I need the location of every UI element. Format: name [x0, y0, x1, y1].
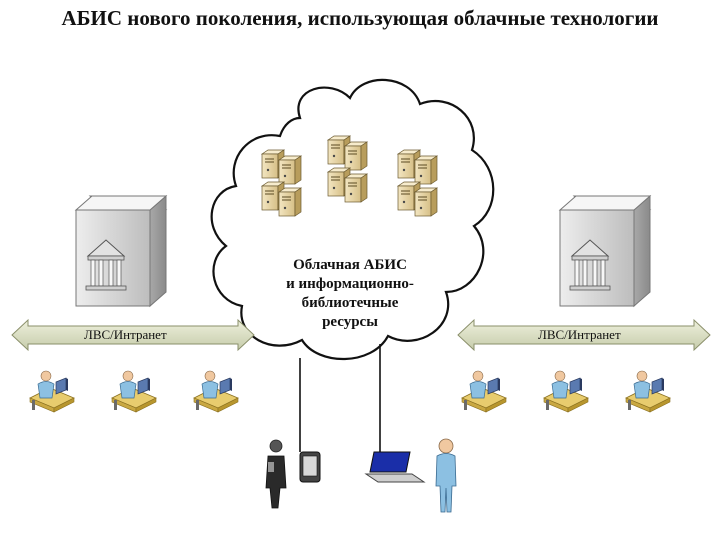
cloud-icon — [210, 78, 495, 361]
server-cluster-left — [262, 150, 301, 216]
lan-label-left: ЛВС/Интранет — [84, 327, 167, 342]
user-workstation-icon — [111, 370, 157, 413]
user-workstation-icon — [625, 370, 671, 413]
user-workstation-icon — [543, 370, 589, 413]
lan-arrow-left — [11, 318, 255, 352]
mobile-user-icon — [265, 439, 287, 509]
page-title: АБИС нового поколения, использующая обла… — [61, 6, 659, 30]
lan-arrow-right — [457, 318, 711, 352]
server-icon — [398, 150, 437, 216]
server-cluster-center — [328, 136, 367, 202]
server-icon — [328, 136, 367, 202]
phone-icon — [299, 451, 321, 483]
user-workstation-icon — [461, 370, 507, 413]
cloud-label: Облачная АБИС и информационно- библиотеч… — [286, 257, 414, 330]
laptop-icon — [364, 451, 426, 483]
user-workstation-icon — [29, 370, 75, 413]
standing-user-icon — [435, 438, 457, 513]
server-icon — [262, 150, 301, 216]
lan-label-right: ЛВС/Интранет — [538, 327, 621, 342]
server-cluster-right — [398, 150, 437, 216]
user-workstation-icon — [193, 370, 239, 413]
building-icon — [559, 195, 651, 307]
building-icon — [75, 195, 167, 307]
